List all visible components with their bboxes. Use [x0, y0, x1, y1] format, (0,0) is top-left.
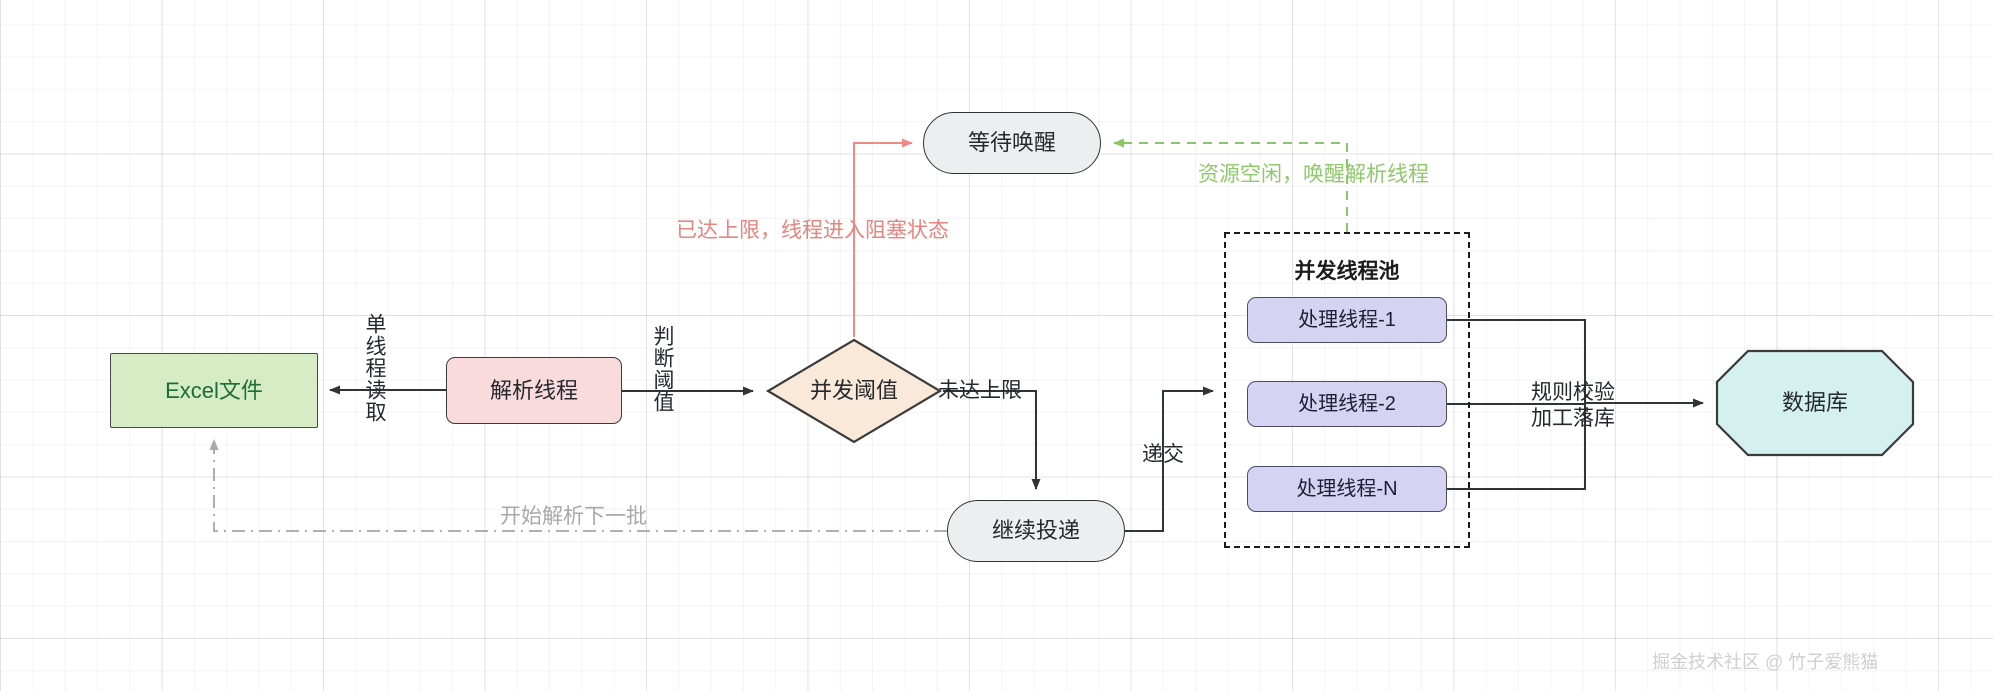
edge-label-single-thread-read: 单线程读取 [363, 313, 386, 423]
node-continue-submit-label: 继续投递 [991, 518, 1080, 544]
edge-label-rules-line1: 规则校验 [1531, 381, 1615, 404]
node-worker-2-label: 处理线程-2 [1298, 392, 1396, 415]
group-thread-pool-title: 并发线程池 [1294, 260, 1400, 283]
edge-label-next-batch: 开始解析下一批 [500, 505, 647, 528]
node-concurrency-threshold[interactable]: 并发阈值 [765, 337, 943, 445]
node-wait-wakeup-label: 等待唤醒 [967, 130, 1056, 156]
edge-label-rules-line2: 加工落库 [1531, 406, 1615, 430]
node-worker-1[interactable]: 处理线程-1 [1247, 297, 1447, 343]
node-continue-submit[interactable]: 继续投递 [947, 500, 1125, 562]
edge-label-rules-validation: 规则校验加工落库 [1531, 380, 1615, 431]
edge-label-under-limit: 未达上限 [938, 379, 1022, 402]
edge-label-submit: 递交 [1142, 443, 1184, 466]
edge-pool-to-wait [1113, 138, 1348, 232]
edge-label-resource-idle: 资源空闲，唤醒解析线程 [1198, 163, 1429, 186]
group-thread-pool [1224, 232, 1470, 548]
octagon-shape [1715, 349, 1915, 457]
watermark: 掘金技术社区 @ 竹子爱熊猫 [1652, 652, 1879, 672]
edge-label-limit-reached: 已达上限，线程进入阻塞状态 [676, 219, 949, 242]
node-worker-n[interactable]: 处理线程-N [1247, 466, 1447, 512]
diamond-shape [765, 338, 943, 444]
node-worker-1-label: 处理线程-1 [1298, 308, 1396, 331]
node-parse-thread[interactable]: 解析线程 [446, 357, 622, 424]
node-database[interactable]: 数据库 [1715, 349, 1915, 457]
node-parse-thread-label: 解析线程 [489, 377, 578, 403]
node-worker-2[interactable]: 处理线程-2 [1247, 381, 1447, 427]
node-excel-file[interactable]: Excel文件 [110, 353, 318, 428]
node-wait-wakeup[interactable]: 等待唤醒 [923, 112, 1101, 174]
node-database-label: 数据库 [1781, 390, 1848, 416]
edge-label-judge-threshold: 判断阈值 [651, 325, 674, 413]
node-excel-file-label: Excel文件 [165, 377, 263, 403]
edge-threshold-to-continue [943, 390, 1041, 490]
node-worker-n-label: 处理线程-N [1296, 477, 1398, 500]
node-concurrency-threshold-label: 并发阈值 [809, 378, 898, 404]
